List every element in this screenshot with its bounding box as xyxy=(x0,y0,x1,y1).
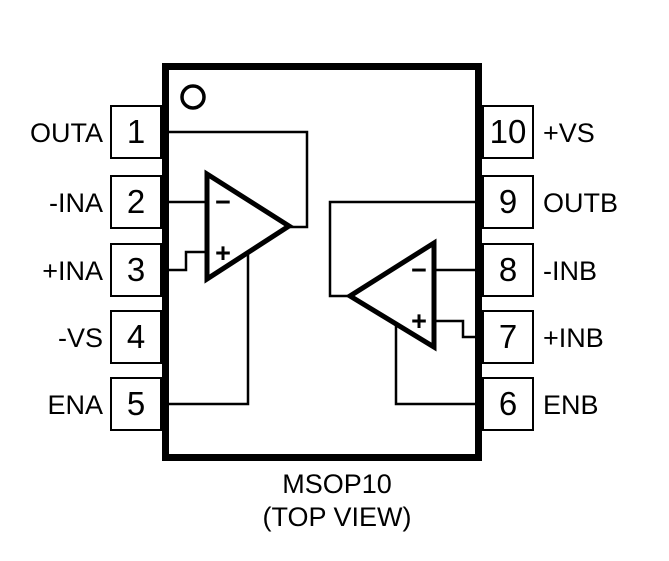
caption: MSOP10 (TOP VIEW) xyxy=(172,468,502,534)
pin-box-4: 4 xyxy=(110,310,162,364)
pin-label-ena: ENA xyxy=(47,390,103,420)
pin-label-outb: OUTB xyxy=(543,188,619,218)
opamp-b-triangle xyxy=(345,238,437,352)
pin-label-neg-vs: -VS xyxy=(57,323,103,353)
wire-inb-noninverting xyxy=(433,319,479,339)
pin-label-pos-vs: +VS xyxy=(543,118,595,148)
pin-box-6: 6 xyxy=(482,377,534,431)
pin-label-outa: OUTA xyxy=(30,118,103,148)
pin-box-9: 9 xyxy=(482,175,534,229)
package-name: MSOP10 xyxy=(282,469,392,499)
pin-label-inb-noninv: +INB xyxy=(543,323,604,353)
opamp-b-plus-icon: + xyxy=(411,306,427,336)
opamp-a-minus-icon: − xyxy=(215,187,231,217)
wire-ina-noninverting xyxy=(165,250,209,272)
pin-box-1: 1 xyxy=(110,105,162,159)
pin1-indicator-icon xyxy=(180,84,206,110)
pin-label-enb: ENB xyxy=(543,390,599,420)
pin-box-10: 10 xyxy=(482,105,534,159)
pin-label-inb-inv: -INB xyxy=(543,256,597,286)
pin-box-7: 7 xyxy=(482,310,534,364)
wire-outb-feedback xyxy=(328,200,479,298)
wire-outa-feedback xyxy=(165,130,309,229)
opamp-b-minus-icon: − xyxy=(411,255,427,285)
pin-box-5: 5 xyxy=(110,377,162,431)
pin-box-3: 3 xyxy=(110,243,162,297)
opamp-a-triangle xyxy=(204,169,294,284)
wire-enb xyxy=(394,322,479,406)
opamp-a-plus-icon: + xyxy=(215,238,231,268)
wire-ena xyxy=(165,251,250,406)
pin-box-2: 2 xyxy=(110,175,162,229)
pin-label-ina-inv: -INA xyxy=(49,188,103,218)
pin-label-ina-noninv: +INA xyxy=(42,256,103,286)
pin-box-8: 8 xyxy=(482,243,534,297)
view-label: (TOP VIEW) xyxy=(262,502,412,532)
